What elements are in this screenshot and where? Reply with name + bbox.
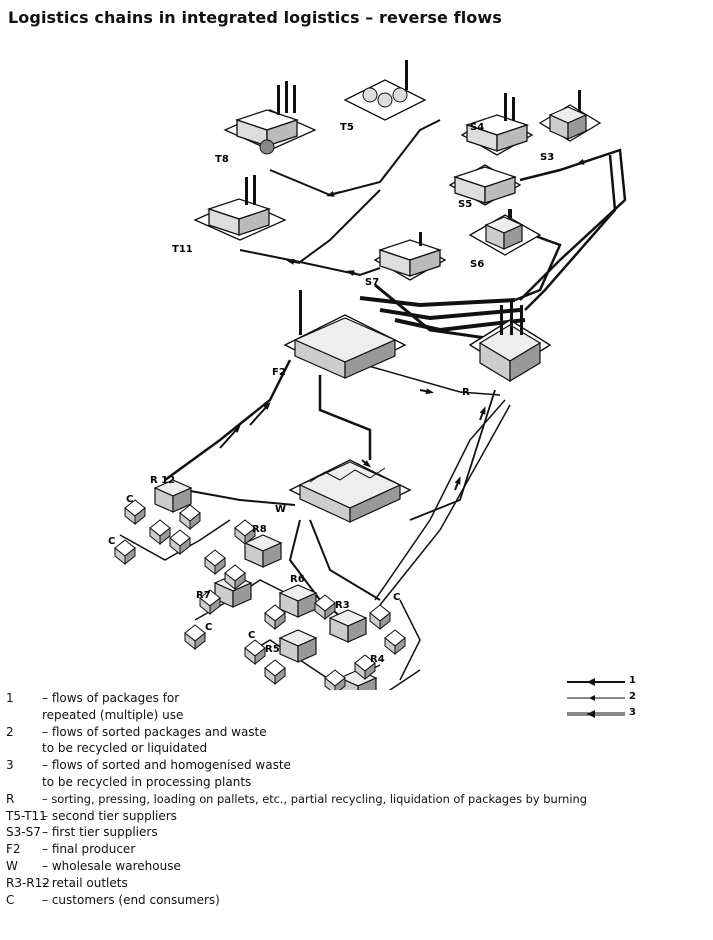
- building-F2: [283, 290, 407, 379]
- legend-code: 1: [6, 691, 14, 705]
- legend-code: T5-T11: [6, 808, 47, 823]
- label-S6: S6: [470, 259, 484, 270]
- legend-text: repeated (multiple) use: [42, 707, 184, 722]
- label-C: C: [205, 622, 212, 633]
- label-R7: R7: [196, 590, 211, 601]
- building-R: [468, 301, 552, 383]
- legend-row: C – customers (end consumers): [6, 892, 587, 909]
- legend-text: – first tier suppliers: [42, 825, 158, 840]
- legend-code: 3: [6, 758, 14, 773]
- label-R12: R 12: [150, 475, 175, 486]
- legend-code: R: [6, 791, 15, 806]
- building-S6: [468, 209, 542, 256]
- label-R5: R5: [265, 644, 280, 655]
- arrow-legend-1: 1: [565, 675, 705, 691]
- legend-row: R3-R12– retail outlets: [6, 875, 587, 892]
- legend-code: C: [6, 892, 15, 907]
- label-R6: R6: [290, 574, 305, 585]
- legend-code: W: [6, 858, 18, 873]
- label-R3: R3: [335, 600, 350, 611]
- shop-R5: [279, 629, 317, 663]
- legend-row: R – sorting, pressing, loading on pallets…: [6, 791, 587, 808]
- legend-text: – final producer: [42, 842, 136, 857]
- arrow-legend-num: 3: [629, 707, 636, 718]
- legend-text: – sorting, pressing, loading on pallets,…: [42, 791, 588, 806]
- legend-row-cont: to be recycled or liquidated: [6, 740, 587, 757]
- legend-text: to be recycled or liquidated: [42, 741, 208, 756]
- building-T5: [343, 60, 427, 121]
- building-S7: [373, 232, 447, 281]
- label-S7: S7: [365, 277, 379, 288]
- reverse-flows-diagram: T8 T5 T11 S4 S3 S5 S6 S7 F2 R W R 12 R8 …: [108, 60, 627, 690]
- building-S5: [448, 164, 522, 206]
- legend-code: R3-R12: [6, 875, 50, 890]
- label-R: R: [462, 387, 470, 398]
- legend-code: F2: [6, 842, 21, 857]
- label-S5: S5: [458, 199, 472, 210]
- legend-row-cont: repeated (multiple) use: [6, 707, 587, 724]
- building-W: [288, 459, 412, 523]
- label-S4: S4: [470, 122, 484, 133]
- legend-text: – retail outlets: [42, 875, 128, 890]
- shop-R3: [329, 609, 367, 643]
- label-W: W: [275, 504, 286, 515]
- flow-lines: [119, 119, 627, 690]
- label-T5: T5: [340, 122, 354, 133]
- building-S4: [460, 93, 534, 156]
- label-S3: S3: [540, 152, 554, 163]
- legend-row: 3 – flows of sorted and homogenised waste: [6, 757, 587, 774]
- label-C: C: [393, 592, 400, 603]
- legend-code: S3-S7: [6, 825, 41, 840]
- legend-text: – flows of sorted packages and waste: [42, 724, 267, 739]
- label-C: C: [108, 536, 115, 547]
- legend-text: – wholesale warehouse: [42, 858, 181, 873]
- legend-row: W – wholesale warehouse: [6, 858, 587, 875]
- label-C: C: [248, 630, 255, 641]
- legend-row: T5-T11– second tier suppliers: [6, 808, 587, 825]
- legend-text: – customers (end consumers): [42, 892, 220, 907]
- label-R4: R4: [370, 654, 385, 665]
- label-T8: T8: [215, 154, 229, 165]
- legend-text: to be recycled in processing plants: [42, 774, 252, 789]
- label-T11: T11: [172, 244, 193, 255]
- arrow-legend-2: 2: [565, 691, 705, 707]
- arrow-legend-num: 1: [629, 675, 636, 686]
- legend-text: – flows of sorted and homogenised waste: [42, 758, 291, 773]
- legend-key: 1 – flows of packages for repeated (multi…: [6, 690, 587, 908]
- legend-code: 2: [6, 724, 14, 739]
- building-T11: [193, 175, 287, 241]
- legend-row: F2 – final producer: [6, 841, 587, 858]
- building-S3: [538, 90, 602, 142]
- label-F2: F2: [272, 367, 286, 378]
- arrow-legend: 1 2 3: [565, 673, 705, 723]
- building-T8: [223, 81, 317, 155]
- arrow-legend-num: 2: [629, 691, 636, 702]
- flow-arrows: [219, 158, 591, 491]
- legend-row-cont: to be recycled in processing plants: [6, 774, 587, 791]
- arrow-legend-3: 3: [565, 707, 705, 723]
- legend-row: 2 – flows of sorted packages and waste: [6, 724, 587, 741]
- page-title: Logistics chains in integrated logistics…: [8, 8, 502, 27]
- legend-row: 1 – flows of packages for: [6, 690, 587, 707]
- legend-text: – flows of packages for: [42, 691, 180, 705]
- legend-row: S3-S7– first tier suppliers: [6, 824, 587, 841]
- label-C: C: [126, 494, 133, 505]
- label-R8: R8: [252, 524, 267, 535]
- legend-text: – second tier suppliers: [42, 808, 177, 823]
